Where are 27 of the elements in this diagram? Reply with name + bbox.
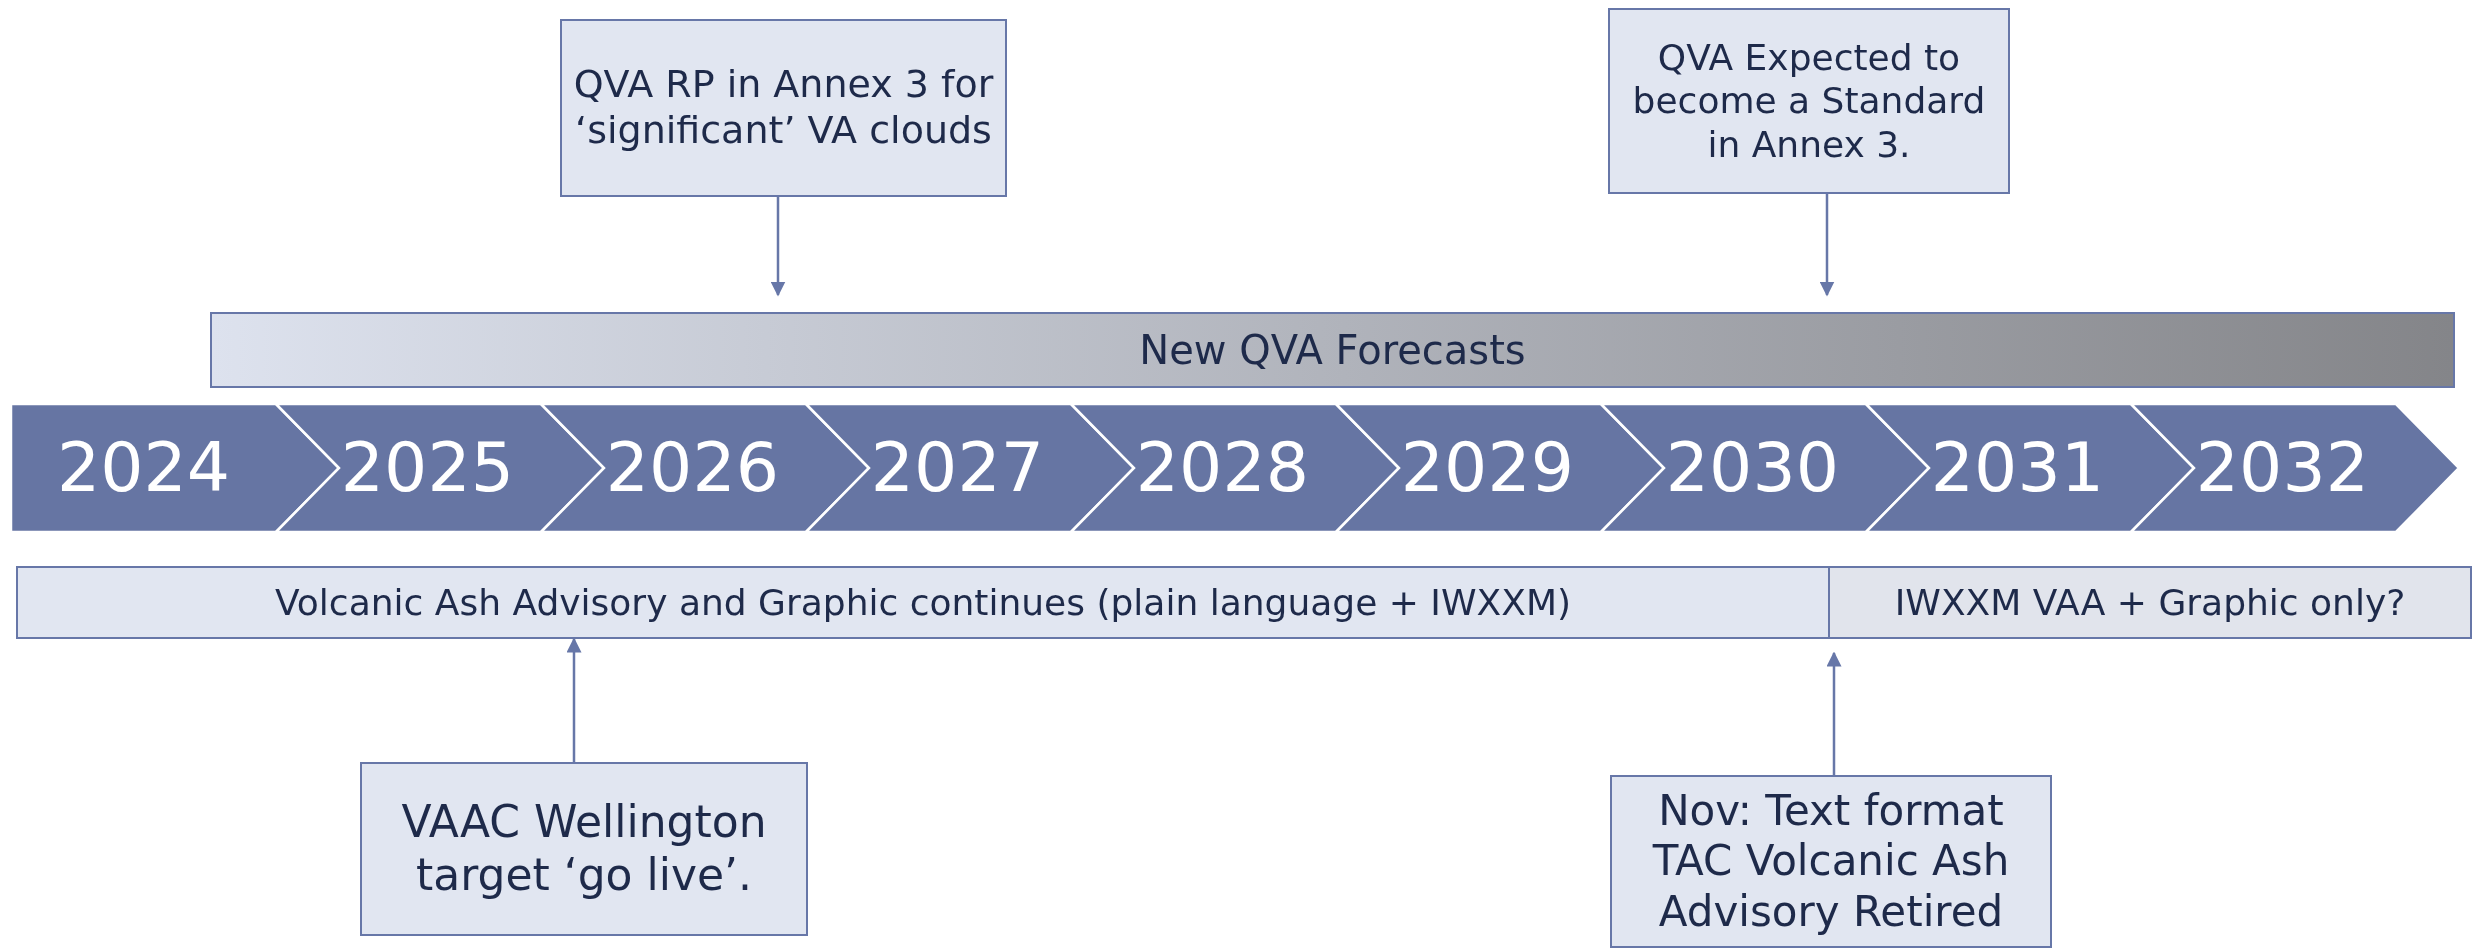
product-bar xyxy=(16,566,1830,639)
label-text: Nov: Text format TAC Volcanic Ash Advisory Retired xyxy=(1651,785,2011,938)
label-text: QVA RP in Annex 3 for ‘significant’ VA clouds xyxy=(572,62,995,154)
year-label: 2027 xyxy=(870,427,1044,509)
year-label: 2032 xyxy=(2195,427,2369,509)
arrow xyxy=(770,197,786,297)
arrow xyxy=(1819,194,1835,297)
milestone-box xyxy=(1610,775,2052,948)
year-label: 2028 xyxy=(1135,427,1309,509)
arrow xyxy=(1826,651,1842,775)
year-label: 2029 xyxy=(1400,427,1574,509)
label-text: IWXXM VAA + Graphic only? xyxy=(1894,580,2406,625)
forecast-band xyxy=(210,312,2455,388)
milestone-box xyxy=(560,19,1007,197)
year-label: 2031 xyxy=(1930,427,2104,509)
label-text: New QVA Forecasts xyxy=(1139,326,1526,374)
year-label: 2026 xyxy=(605,427,779,509)
milestone-box xyxy=(360,762,808,936)
arrow xyxy=(566,637,582,762)
year-label: 2025 xyxy=(340,427,514,509)
year-label: 2030 xyxy=(1665,427,1839,509)
year-label: 2024 xyxy=(56,427,231,509)
label-text: QVA Expected to become a Standard in Annex 3. xyxy=(1631,36,1987,166)
product-bar xyxy=(1828,566,2472,639)
label-text: VAAC Wellington target ‘go live’. xyxy=(400,796,768,902)
milestone-box xyxy=(1608,8,2010,194)
label-text: Volcanic Ash Advisory and Graphic continues (plain language + IWXXM) xyxy=(275,580,1571,625)
